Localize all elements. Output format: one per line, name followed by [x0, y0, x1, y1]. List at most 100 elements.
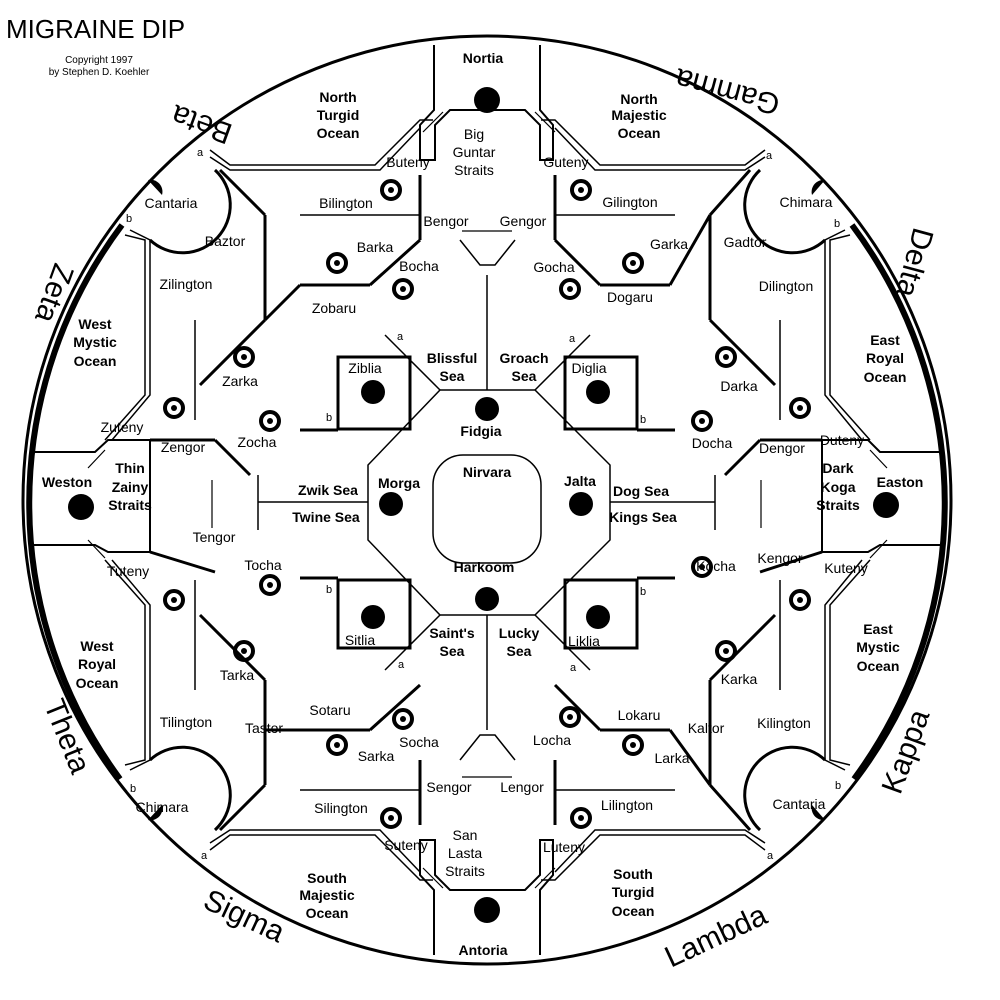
sea-lines	[194, 214, 781, 791]
svg-text:Gadtor: Gadtor	[724, 234, 767, 250]
svg-text:Ocean: Ocean	[612, 903, 655, 919]
svg-text:a: a	[398, 659, 405, 671]
label-cantaria-nw: Cantaria	[145, 195, 198, 211]
svg-text:Lokaru: Lokaru	[618, 707, 661, 723]
power-label-gamma: Gamma	[671, 61, 783, 121]
svg-text:b: b	[326, 584, 332, 596]
coast-marks: a a b b a a b b b b a a b b a a	[126, 147, 841, 862]
svg-text:a: a	[569, 333, 576, 345]
svg-text:Straits: Straits	[108, 497, 152, 513]
power-label-zeta: Zeta	[28, 259, 80, 327]
svg-text:Sea: Sea	[440, 368, 465, 384]
svg-text:Tilington: Tilington	[160, 714, 212, 730]
svg-text:a: a	[767, 850, 774, 862]
svg-text:Royal: Royal	[866, 350, 904, 366]
svg-text:Saint's: Saint's	[429, 625, 475, 641]
svg-text:Sitlia: Sitlia	[345, 632, 376, 648]
easton-region[interactable]	[821, 439, 944, 553]
svg-text:Locha: Locha	[533, 732, 571, 748]
svg-text:Ocean: Ocean	[74, 353, 117, 369]
svg-text:Harkoom: Harkoom	[454, 559, 515, 575]
svg-text:Guntar: Guntar	[453, 144, 496, 160]
svg-text:Ocean: Ocean	[864, 369, 907, 385]
svg-text:a: a	[766, 150, 773, 162]
svg-text:Twine Sea: Twine Sea	[292, 509, 360, 525]
svg-text:Majestic: Majestic	[299, 887, 354, 903]
label-weston: Weston	[42, 474, 92, 490]
svg-text:Morga: Morga	[378, 475, 420, 491]
svg-text:b: b	[640, 414, 646, 426]
svg-text:b: b	[130, 783, 136, 795]
svg-text:Majestic: Majestic	[611, 107, 666, 123]
svg-text:South: South	[613, 866, 653, 882]
svg-text:Zocha: Zocha	[238, 434, 277, 450]
svg-text:Gengor: Gengor	[500, 213, 547, 229]
svg-text:Kilington: Kilington	[757, 715, 811, 731]
svg-text:Jalta: Jalta	[564, 473, 596, 489]
label-antoria: Antoria	[459, 942, 508, 958]
svg-text:Tocha: Tocha	[244, 557, 282, 573]
svg-text:Silington: Silington	[314, 800, 368, 816]
supply-center-dot	[873, 492, 899, 518]
svg-text:Ocean: Ocean	[317, 125, 360, 141]
svg-text:Docha: Docha	[692, 435, 733, 451]
label-cantaria-se: Cantaria	[773, 796, 826, 812]
outer-ring	[21, 34, 953, 966]
svg-text:b: b	[834, 218, 840, 230]
svg-text:Lasta: Lasta	[448, 845, 482, 861]
svg-text:Sea: Sea	[507, 643, 532, 659]
svg-text:Bilington: Bilington	[319, 195, 373, 211]
svg-text:Buteny: Buteny	[386, 154, 430, 170]
svg-text:Straits: Straits	[445, 863, 485, 879]
label-chimara-ne: Chimara	[780, 194, 833, 210]
land-borders	[149, 168, 823, 832]
svg-text:Groach: Groach	[499, 350, 548, 366]
svg-text:Dengor: Dengor	[759, 440, 805, 456]
svg-text:Zobaru: Zobaru	[312, 300, 356, 316]
svg-text:Big: Big	[464, 126, 484, 142]
svg-text:Duteny: Duteny	[820, 432, 864, 448]
svg-text:Kengor: Kengor	[757, 550, 802, 566]
svg-text:Koga: Koga	[821, 479, 856, 495]
svg-text:Kaltor: Kaltor	[688, 720, 725, 736]
svg-text:Gilington: Gilington	[602, 194, 657, 210]
antoria-region[interactable]	[419, 839, 554, 955]
svg-text:Sarka: Sarka	[358, 748, 395, 764]
svg-text:Turgid: Turgid	[317, 107, 360, 123]
svg-text:Tuteny: Tuteny	[107, 563, 149, 579]
svg-text:Kocha: Kocha	[696, 558, 736, 574]
svg-text:Luteny: Luteny	[543, 839, 585, 855]
weston-region[interactable]	[30, 439, 151, 553]
coastlines	[104, 119, 871, 881]
svg-text:Dog Sea: Dog Sea	[613, 483, 669, 499]
svg-text:Zainy: Zainy	[112, 479, 149, 495]
svg-text:Darka: Darka	[720, 378, 758, 394]
svg-text:Ziblia: Ziblia	[348, 360, 382, 376]
svg-text:Zuteny: Zuteny	[101, 419, 144, 435]
svg-text:Bocha: Bocha	[399, 258, 439, 274]
svg-text:East: East	[863, 621, 893, 637]
svg-text:Zengor: Zengor	[161, 439, 206, 455]
svg-text:Tastor: Tastor	[245, 720, 283, 736]
svg-text:West: West	[80, 638, 114, 654]
power-label-kappa: Kappa	[876, 705, 937, 798]
svg-text:Nirvara: Nirvara	[463, 464, 511, 480]
svg-text:a: a	[397, 331, 404, 343]
svg-text:North: North	[620, 91, 657, 107]
svg-text:Zilington: Zilington	[160, 276, 213, 292]
label-easton: Easton	[877, 474, 924, 490]
supply-center-dot	[474, 897, 500, 923]
svg-text:Dark: Dark	[822, 460, 853, 476]
svg-text:b: b	[326, 412, 332, 424]
svg-text:Zwik Sea: Zwik Sea	[298, 482, 358, 498]
svg-text:Dogaru: Dogaru	[607, 289, 653, 305]
power-label-delta: Delta	[889, 224, 939, 300]
svg-text:a: a	[570, 662, 577, 674]
svg-text:Liklia: Liklia	[568, 633, 600, 649]
svg-text:West: West	[78, 316, 112, 332]
